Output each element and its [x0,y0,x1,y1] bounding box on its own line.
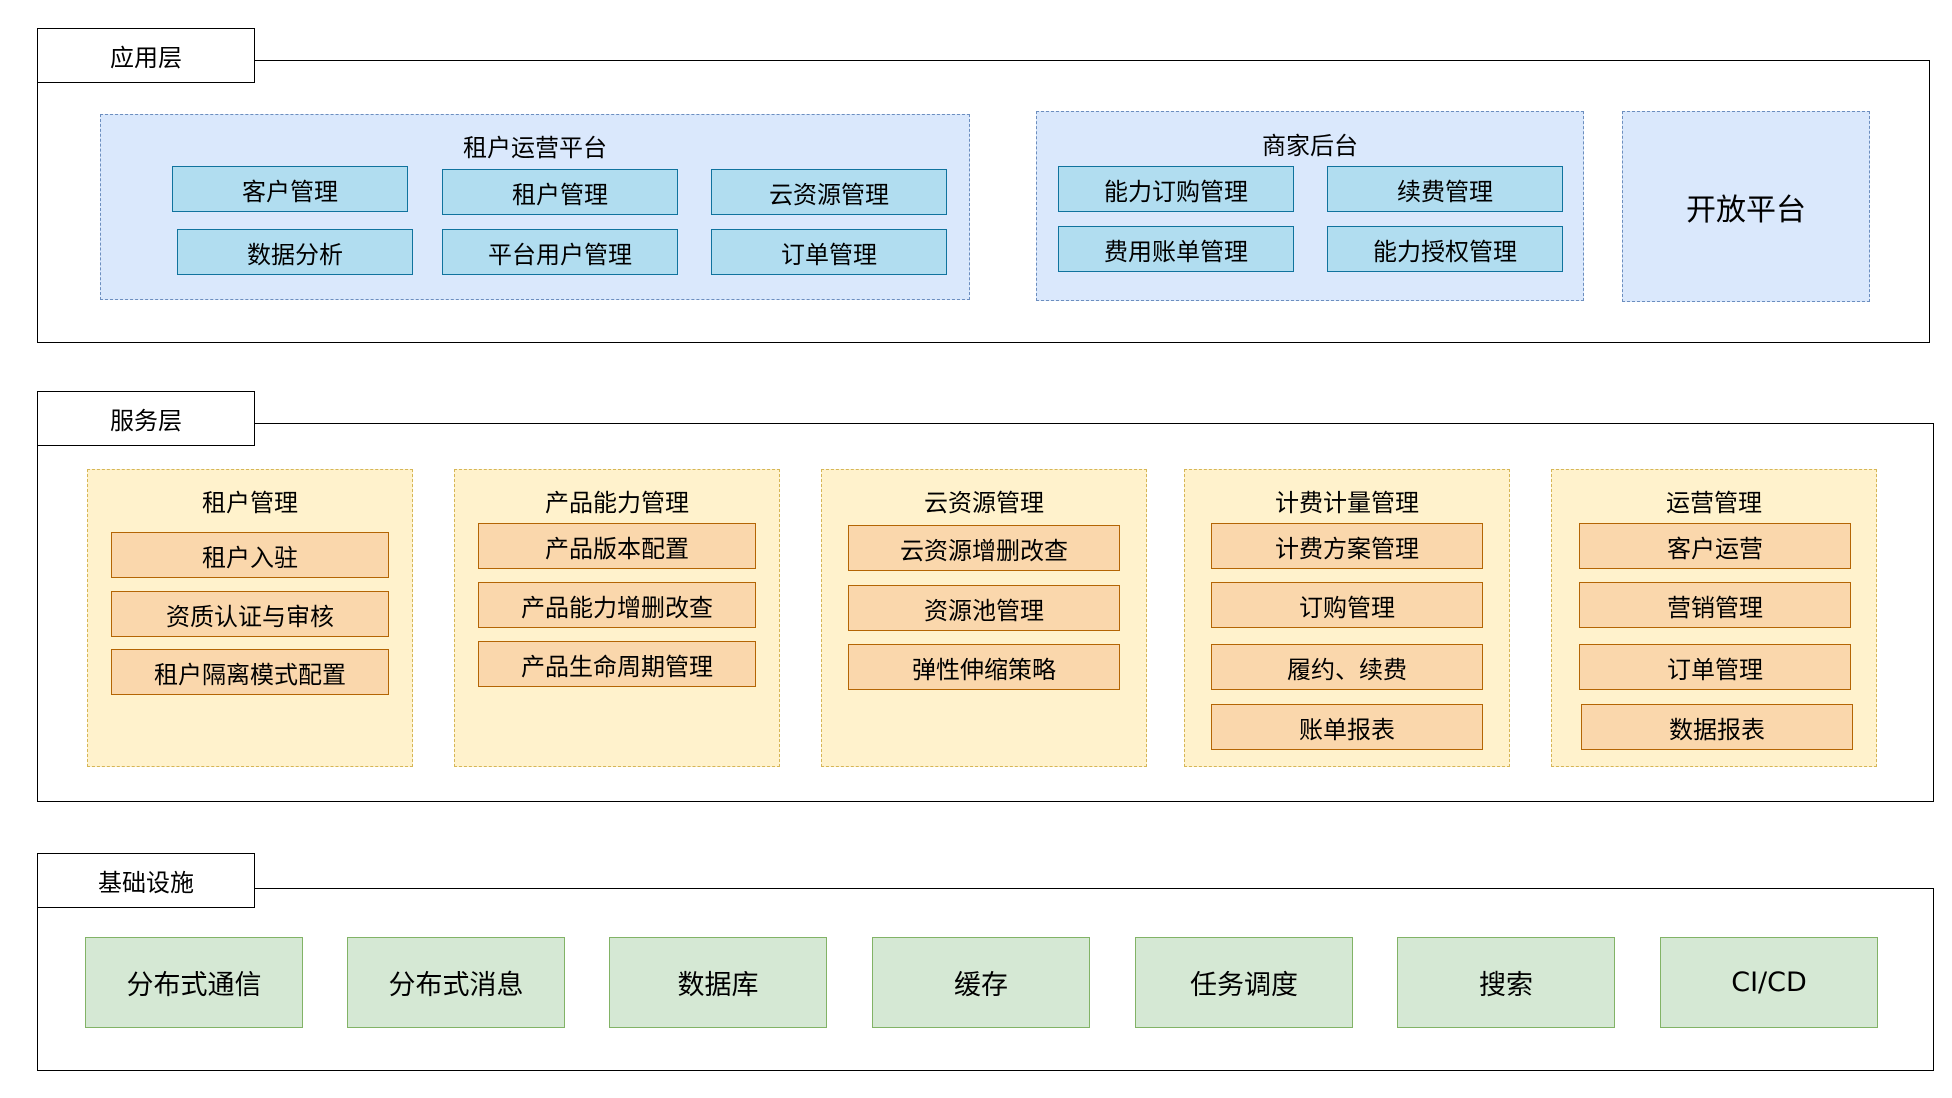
cloud-resource-management-box: 云资源管理 [711,169,947,215]
infrastructure-layer-label: 基础设施 [37,853,255,908]
elastic-scaling-policy-box: 弹性伸缩策略 [848,644,1120,690]
billing-report-box: 账单报表 [1211,704,1483,750]
service-order-management-box: 订单管理 [1579,644,1851,690]
tenant-management-box: 租户管理 [442,169,678,215]
subscription-management-box: 订购管理 [1211,582,1483,628]
fulfillment-renewal-box: 履约、续费 [1211,644,1483,690]
merchant-backend-title: 商家后台 [1262,132,1358,160]
billing-statement-management-box: 费用账单管理 [1058,226,1294,272]
data-analysis-box: 数据分析 [177,229,413,275]
service-layer-label: 服务层 [37,391,255,446]
product-capability-crud-box: 产品能力增删改查 [478,582,756,628]
customer-management-box: 客户管理 [172,166,408,212]
distributed-messaging-box: 分布式消息 [347,937,565,1028]
distributed-communication-box: 分布式通信 [85,937,303,1028]
resource-pool-management-box: 资源池管理 [848,585,1120,631]
tenant-isolation-config-box: 租户隔离模式配置 [111,649,389,695]
capability-authorization-management-box: 能力授权管理 [1327,226,1563,272]
data-report-box: 数据报表 [1581,704,1853,750]
renewal-management-box: 续费管理 [1327,166,1563,212]
marketing-management-box: 营销管理 [1579,582,1851,628]
service-billing-metering-title: 计费计量管理 [1275,489,1419,517]
open-platform-box: 开放平台 [1622,111,1870,302]
tenant-operations-platform-title: 租户运营平台 [463,134,607,162]
database-box: 数据库 [609,937,827,1028]
product-version-config-box: 产品版本配置 [478,523,756,569]
cache-box: 缓存 [872,937,1090,1028]
tenant-onboarding-box: 租户入驻 [111,532,389,578]
service-tenant-management-title: 租户管理 [202,489,298,517]
qualification-certification-review-box: 资质认证与审核 [111,591,389,637]
task-scheduling-box: 任务调度 [1135,937,1353,1028]
order-management-box: 订单管理 [711,229,947,275]
application-layer-label: 应用层 [37,28,255,83]
billing-plan-management-box: 计费方案管理 [1211,523,1483,569]
platform-user-management-box: 平台用户管理 [442,229,678,275]
service-operations-title: 运营管理 [1666,489,1762,517]
ci-cd-box: CI/CD [1660,937,1878,1028]
cloud-resource-crud-box: 云资源增删改查 [848,525,1120,571]
product-lifecycle-management-box: 产品生命周期管理 [478,641,756,687]
capability-subscription-management-box: 能力订购管理 [1058,166,1294,212]
customer-operations-box: 客户运营 [1579,523,1851,569]
search-box: 搜索 [1397,937,1615,1028]
service-cloud-resource-title: 云资源管理 [924,489,1044,517]
service-product-capability-title: 产品能力管理 [545,489,689,517]
